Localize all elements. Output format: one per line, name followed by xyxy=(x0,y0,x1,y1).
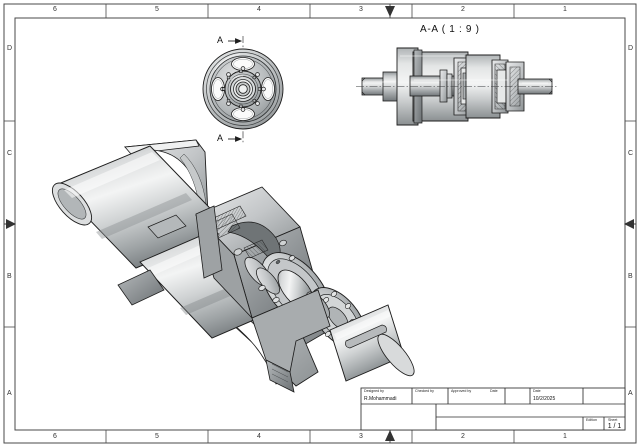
zone-top-3: 3 xyxy=(359,6,363,13)
designed-by-value: R.Mohammadi xyxy=(364,396,397,402)
zone-top-1: 1 xyxy=(563,6,567,13)
zone-bottom-1: 1 xyxy=(563,433,567,440)
zone-bottom-6: 6 xyxy=(53,433,57,440)
zone-left-a: A xyxy=(7,390,12,397)
zone-top-6: 6 xyxy=(53,6,57,13)
date-label-2: Date xyxy=(533,389,541,393)
front-hub-view-geometry xyxy=(202,36,284,143)
zone-bottom-2: 2 xyxy=(461,433,465,440)
zone-bottom-4: 4 xyxy=(257,433,261,440)
date-label-1: Date xyxy=(490,389,498,393)
zone-right-b: B xyxy=(628,273,633,280)
zone-left-b: B xyxy=(7,273,12,280)
zone-left-c: C xyxy=(7,150,13,157)
designed-by-label: Designed by xyxy=(364,389,384,393)
zone-top-2: 2 xyxy=(461,6,465,13)
sheet-value: 1 / 1 xyxy=(607,423,622,430)
sheet-label: Sheet xyxy=(608,418,618,422)
zone-left-d: D xyxy=(7,45,13,52)
zone-top-4: 4 xyxy=(257,6,261,13)
section-view-geometry xyxy=(356,47,558,126)
zone-right-d: D xyxy=(628,45,634,52)
section-letter-bottom: A xyxy=(217,133,224,143)
zone-bottom-5: 5 xyxy=(155,433,159,440)
approved-by-label: Approved by xyxy=(451,389,472,393)
checked-by-label: Checked by xyxy=(415,389,434,393)
date-value-2: 10/2/2025 xyxy=(533,396,556,402)
zone-right-c: C xyxy=(628,150,634,157)
zone-right-a: A xyxy=(628,390,633,397)
section-letter-top: A xyxy=(217,35,224,45)
section-view-label: A-A ( 1 : 9 ) xyxy=(420,24,480,35)
zone-bottom-3: 3 xyxy=(359,433,363,440)
zone-top-5: 5 xyxy=(155,6,159,13)
edition-label: Edition xyxy=(586,418,597,422)
isometric-assembly-geometry xyxy=(52,139,415,393)
